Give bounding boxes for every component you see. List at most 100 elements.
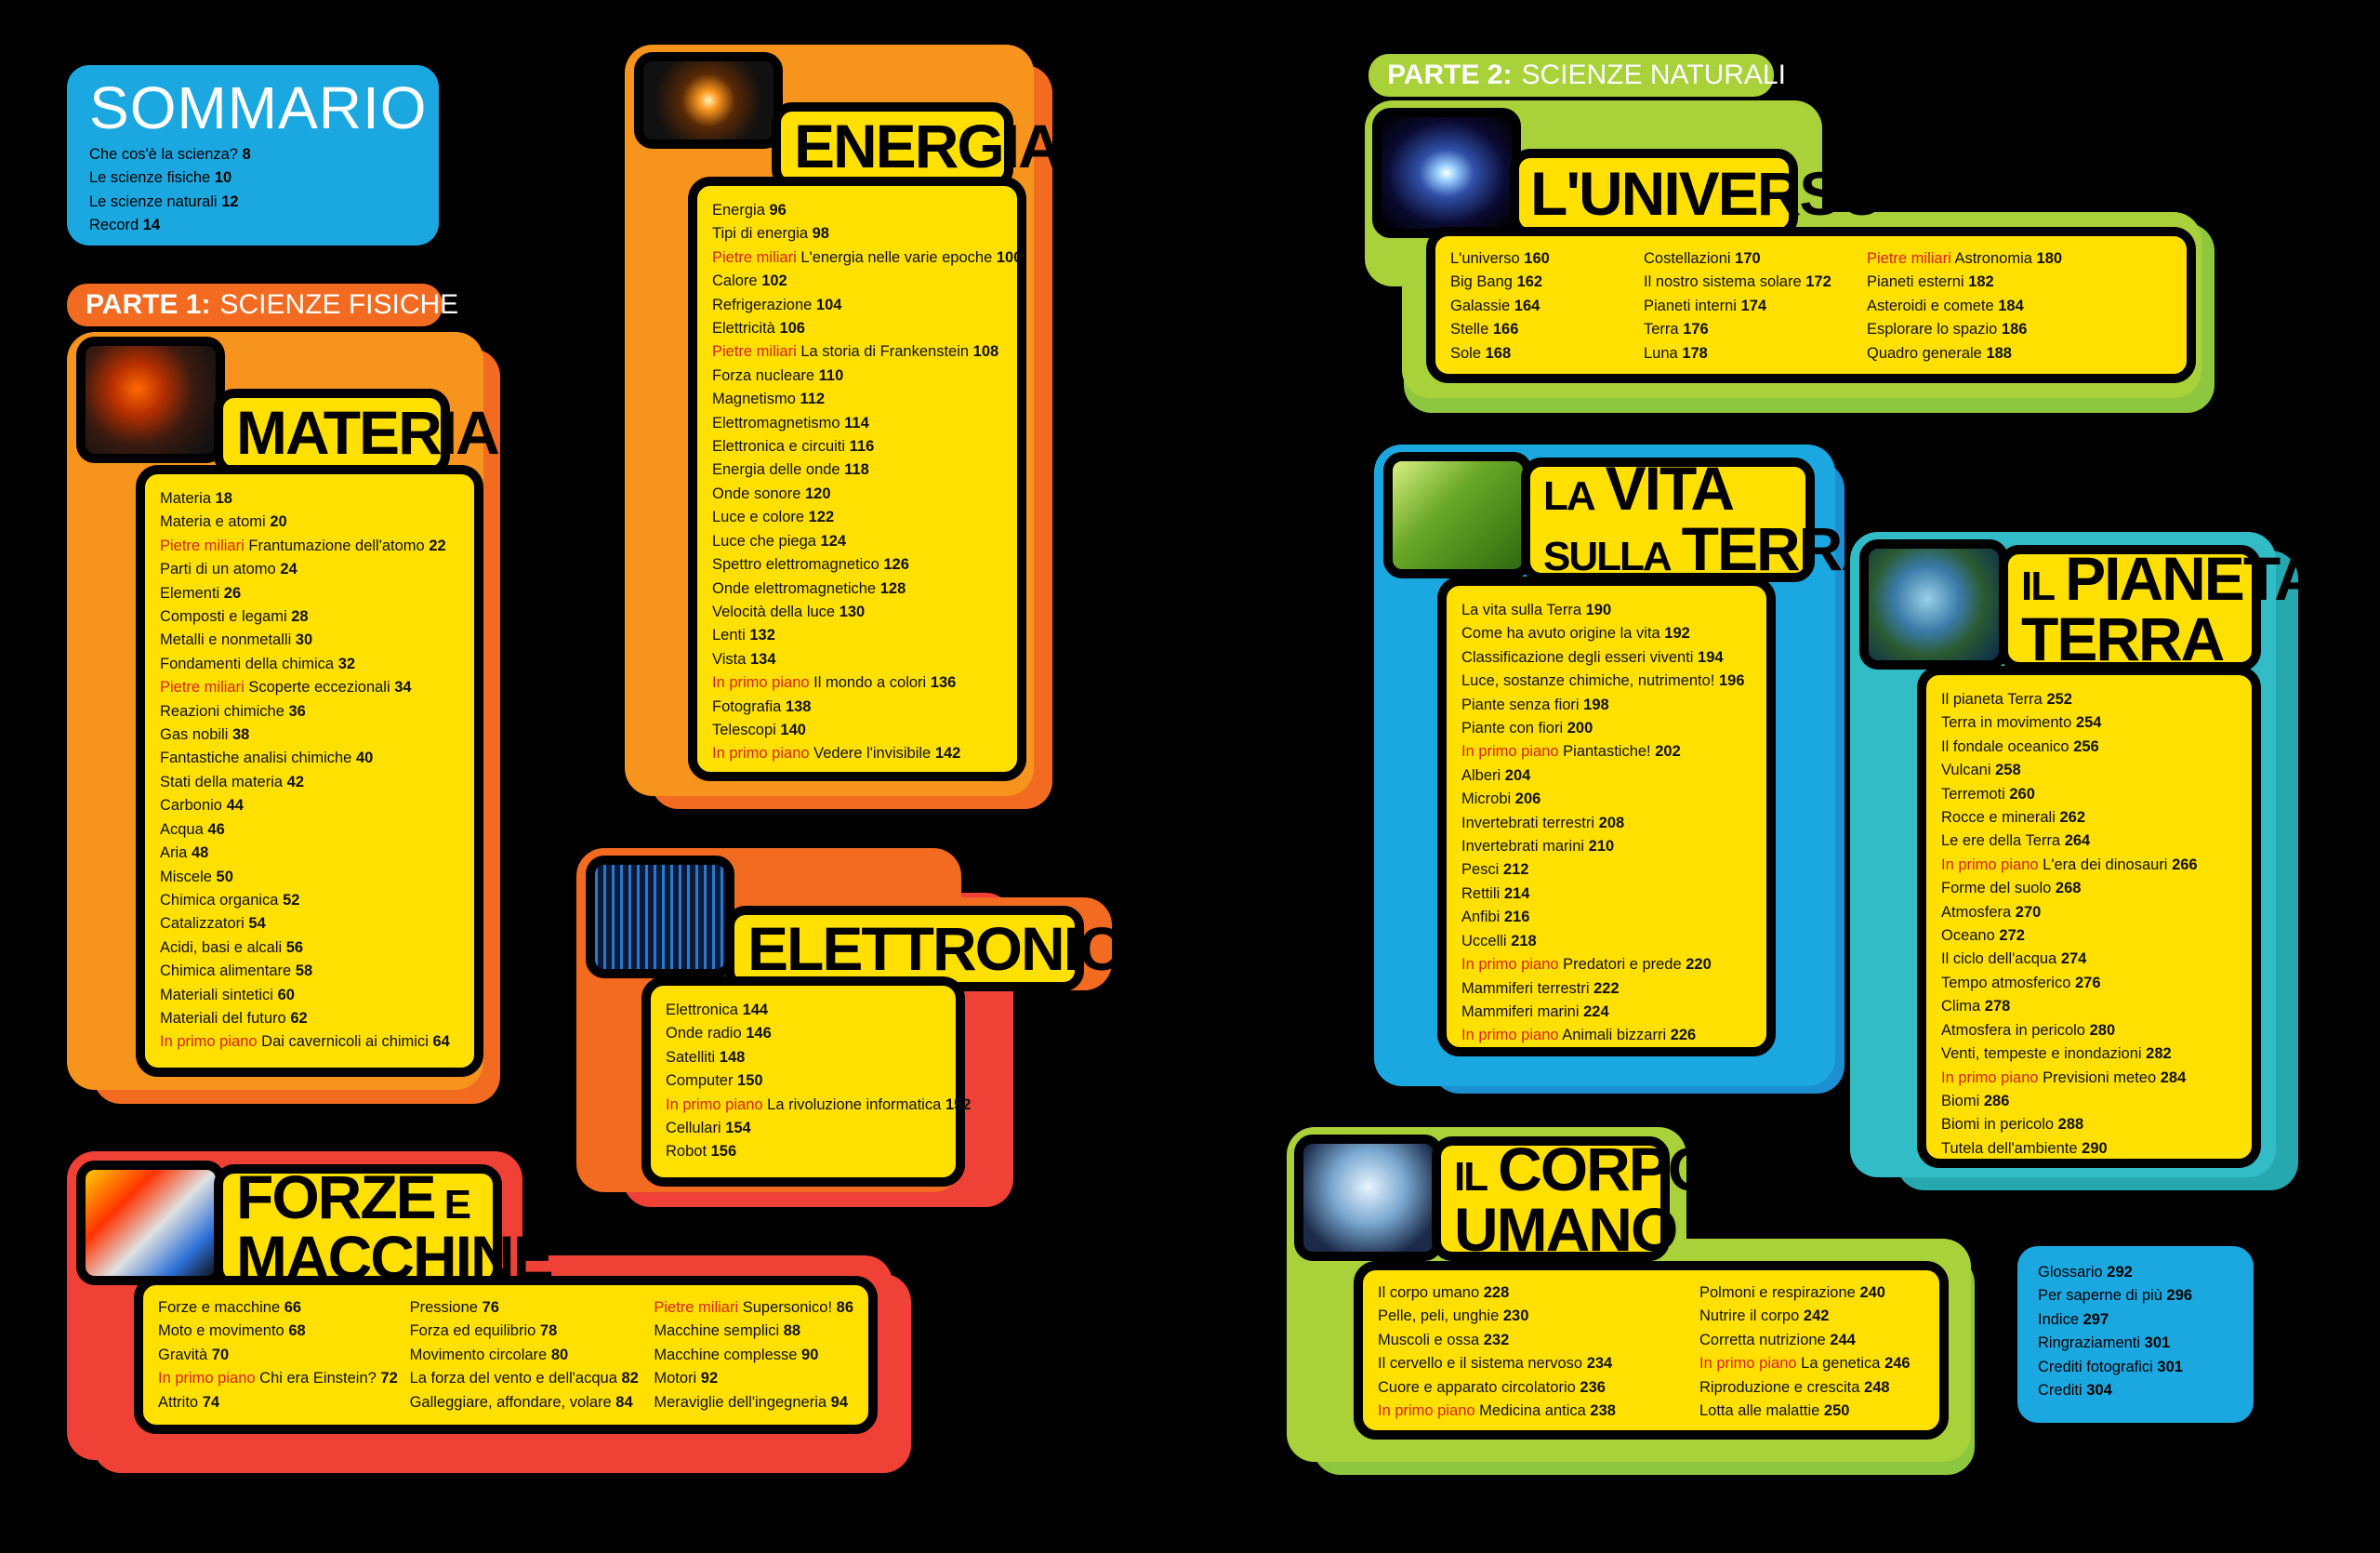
toc-entry: Il ciclo dell'acqua 274 [1941,948,2237,971]
toc-entry-tag: In primo piano [1461,956,1559,974]
toc-entry-page: 180 [2036,250,2063,267]
toc-entry-page: 58 [295,962,313,980]
toc-entry-page: 82 [621,1370,639,1387]
toc-entry: Fotografia 138 [712,696,1002,719]
toc-entry-page: 254 [2075,714,2102,732]
toc-entry-page: 270 [2015,903,2042,921]
toc-entry: In primo piano Previsioni meteo 284 [1941,1067,2237,1090]
toc-entry-label: Tutela dell'ambiente [1941,1139,2078,1157]
toc-entry-label: Luce e colore [712,509,805,526]
toc-entry: Aria 48 [160,842,459,865]
toc-entry-label: Luna [1644,344,1678,362]
toc-entry-label: Pesci [1461,861,1500,879]
toc-entry-label: Aria [160,844,188,862]
pianeta-photo [1859,539,2008,670]
toc-entry: Pietre miliari Frantumazione dell'atomo … [160,535,459,558]
toc-entry: Chimica alimentare 58 [160,960,459,983]
toc-entry-label: Onde sonore [712,484,801,502]
toc-entry-page: 208 [1598,814,1625,831]
toc-entry: Forza nucleare 110 [712,365,1002,388]
toc-entry-label: Spettro elettromagnetico [712,556,879,574]
toc-entry-page: 170 [1735,250,1761,267]
vita-title-la: LA [1543,473,1596,519]
forze-title-box: FORZE E MACCHINE [214,1164,554,1289]
pianeta-title-box: IL PIANETA TERRA [1999,545,2319,671]
toc-entry-label: Predatori e prede [1563,956,1682,974]
toc-entry-page: 176 [1683,321,1709,338]
toc-entry-tag: Pietre miliari [160,679,245,697]
toc-entry-label: Biomi [1941,1092,1980,1109]
toc-entry-tag: In primo piano [1941,856,2039,873]
toc-entry-page: 152 [945,1095,972,1113]
toc-entry-page: 246 [1884,1355,1911,1373]
toc-entry-page: 124 [820,532,847,550]
toc-entry-page: 118 [844,461,869,479]
toc-entry: Acidi, basi e alcali 56 [160,936,459,960]
forze-photo [76,1161,225,1285]
toc-entry: In primo piano Animali bizzarri 226 [1461,1024,1752,1047]
toc-entry: Venti, tempeste e inondazioni 282 [1941,1042,2237,1066]
toc-entry-page: 186 [2001,321,2028,338]
toc-entry-page: 142 [934,745,961,763]
pianeta-title-pianeta: PIANETA [2065,543,2319,613]
toc-entry: Pelle, peli, unghie 230 [1378,1305,1699,1328]
toc-entry: Robot 156 [666,1140,941,1163]
toc-entry-page: 274 [2060,950,2087,968]
toc-entry-label: Luce, sostanze chimiche, nutrimento! [1461,672,1715,690]
toc-entry-page: 252 [2046,691,2072,708]
toc-entry-page: 84 [615,1393,633,1411]
toc-entry-label: Elementi [160,584,220,602]
toc-entry-label: Record [89,217,139,234]
toc-entry: Onde elettromagnetiche 128 [712,577,1002,601]
toc-entry: In primo piano Chi era Einstein? 72 [158,1367,410,1390]
toc-entry: Carbonio 44 [160,794,459,817]
toc-entry: Motori 92 [654,1367,853,1390]
toc-entry-label: Lotta alle malattie [1699,1402,1820,1420]
energia-title-box: ENERGIA [772,102,1063,190]
toc-entry-tag: Pietre miliari [160,537,245,554]
toc-entry-page: 280 [2089,1021,2116,1039]
toc-entry-page: 60 [277,986,295,1003]
toc-entry-label: Previsioni meteo [2043,1069,2157,1086]
toc-entry-label: Materiali del futuro [160,1009,286,1027]
toc-entry-label: Invertebrati marini [1461,838,1585,856]
toc-entry: Cellulari 154 [666,1117,941,1140]
toc-entry-label: Movimento circolare [409,1346,548,1363]
toc-entry: Muscoli e ossa 232 [1378,1329,1699,1352]
part2-label: PARTE 2: SCIENZE NATURALI [1368,54,1786,97]
toc-entry-page: 114 [844,414,869,431]
toc-entry-page: 30 [295,631,313,649]
toc-entry: Mammiferi terrestri 222 [1461,977,1752,1001]
toc-entry: Costellazioni 170 [1644,247,1867,271]
toc-entry-page: 216 [1503,909,1530,926]
toc-entry-label: Il mondo a colori [813,674,927,692]
toc-entry: Microbi 206 [1461,788,1752,811]
toc-entry: Refrigerazione 104 [712,294,1002,317]
toc-entry: Elettronica e circuiti 116 [712,435,1002,458]
toc-entry-page: 160 [1524,250,1550,267]
toc-entry-label: Uccelli [1461,932,1507,949]
toc-entry: Onde radio 146 [666,1022,941,1045]
toc-entry: Luna 178 [1644,342,1867,365]
toc-entry: Rettili 214 [1461,883,1752,906]
toc-entry-label: Materiali sintetici [160,986,273,1003]
toc-entry: Computer 150 [666,1069,941,1093]
toc-entry-label: Sole [1450,344,1482,362]
toc-entry-label: Glossario [2038,1264,2103,1281]
toc-entry-label: Terra [1644,321,1679,338]
toc-entry-page: 102 [761,272,787,290]
toc-entry: Magnetismo 112 [712,388,1002,411]
toc-entry: Acqua 46 [160,818,459,842]
toc-entry-label: Scoperte eccezionali [248,679,390,697]
toc-entry: Energia 96 [712,199,1002,222]
sommario-title: SOMMARIO [89,74,428,141]
toc-entry-label: Carbonio [160,797,222,815]
toc-entry-page: 288 [2057,1116,2084,1134]
toc-entry-page: 10 [214,169,232,187]
part2-name: SCIENZE NATURALI [1521,60,1786,90]
